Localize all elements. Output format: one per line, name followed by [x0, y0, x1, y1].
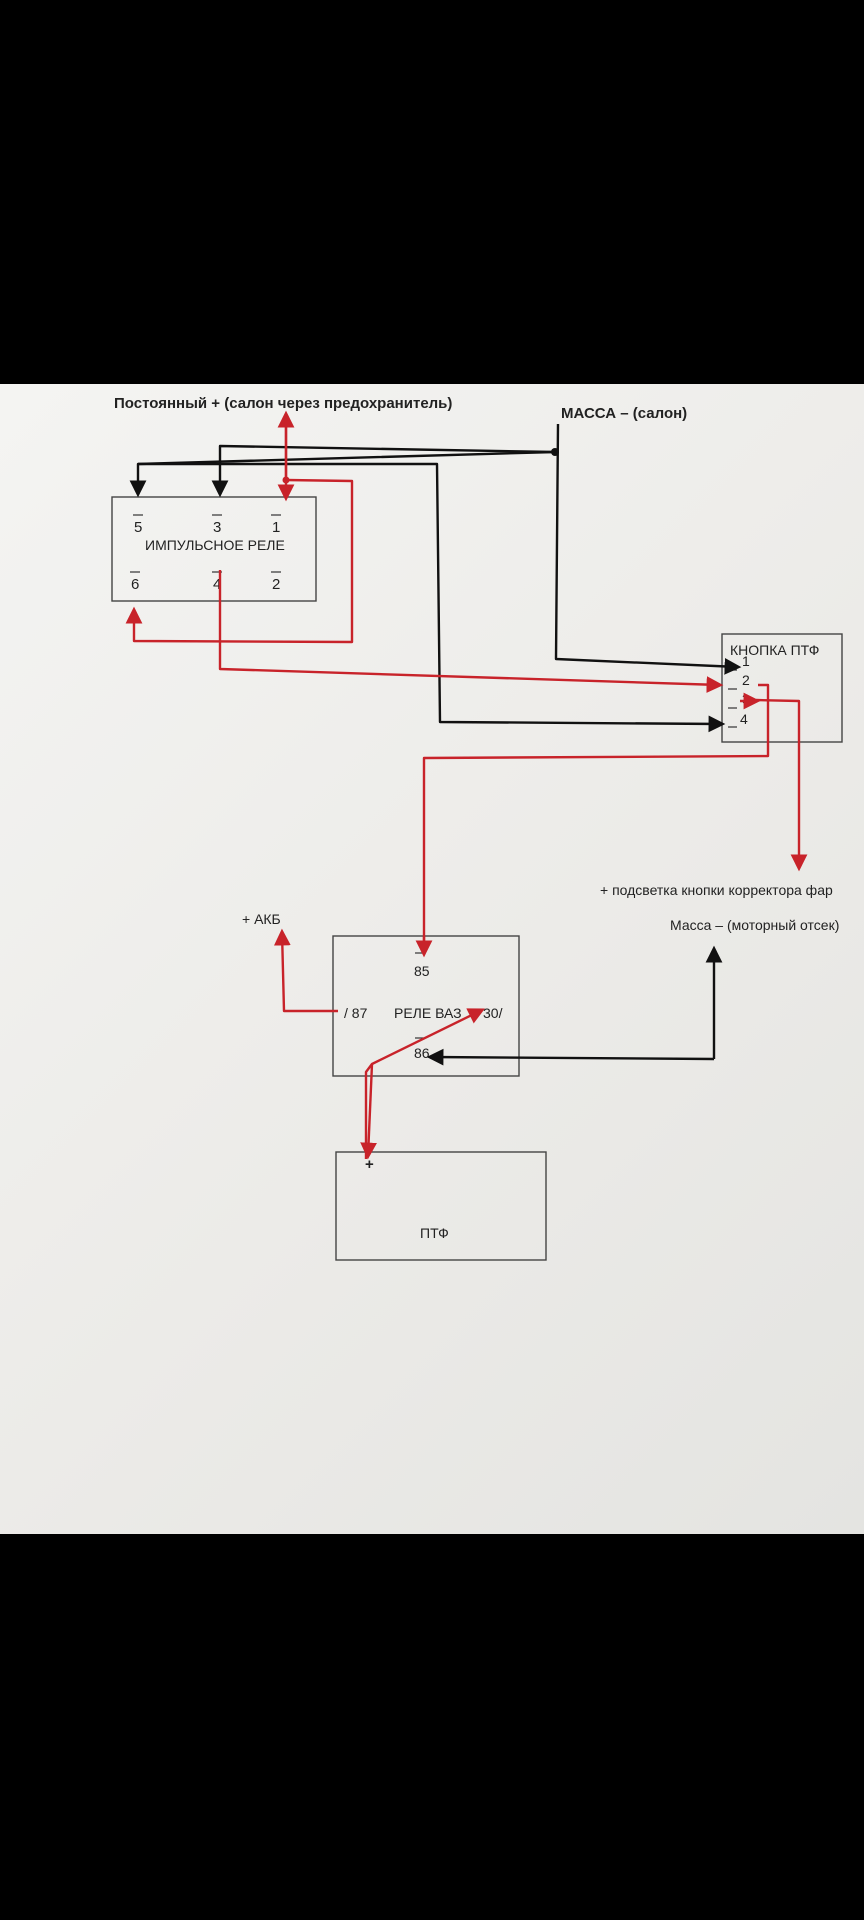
impulse-pin-6: 6 — [131, 576, 139, 593]
junction-ground — [551, 448, 559, 456]
impulse-pin-3: 3 — [213, 519, 221, 536]
impulse-pin-5: 5 — [134, 519, 142, 536]
wire-button3-to-backlight — [755, 698, 808, 872]
ground-engine-label: Масса – (моторный отсек) — [670, 917, 839, 933]
wire-vaz30-to-ptf-plus — [360, 1063, 377, 1160]
impulse-pin-2: 2 — [272, 576, 280, 593]
vaz-relay-box — [332, 935, 520, 1077]
wire-pin1-to-pin6 — [125, 478, 354, 644]
wire-vaz87-to-akb — [273, 928, 338, 1013]
wire-ground-engine-to-vaz86 — [426, 1048, 715, 1066]
akb-label: + АКБ — [242, 911, 281, 927]
constant-plus-label: Постоянный + (салон через предохранитель… — [114, 395, 452, 412]
vaz-pin-87: / 87 — [344, 1005, 368, 1021]
vaz-relay-label: РЕЛЕ ВАЗ — [394, 1005, 462, 1021]
wiring-diagram: Постоянный + (салон через предохранитель… — [111, 395, 843, 1261]
ground-cabin-label: МАССА – (салон) — [561, 405, 687, 422]
vaz-pin-85: 85 — [414, 963, 430, 979]
button-pin-1: 1 — [742, 653, 750, 669]
button-pin-2: 2 — [742, 672, 750, 688]
paper-sheet: Постоянный + (салон через предохранитель… — [0, 384, 864, 1534]
wire-ptf-to-vaz30 — [364, 1008, 486, 1159]
vaz-pin-30: 30/ — [483, 1005, 503, 1021]
impulse-relay-label: ИМПУЛЬСНОЕ РЕЛЕ — [145, 537, 285, 553]
ptf-box — [335, 1151, 547, 1261]
wire-ground-to-pin3 — [211, 444, 556, 498]
ptf-label: ПТФ — [420, 1225, 449, 1241]
backlight-label: + подсветка кнопки корректора фар — [600, 882, 833, 898]
vaz-pin-86: 86 — [414, 1045, 430, 1061]
wire-ground-to-button1 — [554, 423, 742, 675]
button-label: КНОПКА ПТФ — [730, 642, 819, 658]
impulse-pin-4: 4 — [213, 576, 221, 593]
wire-pin5-to-button4 — [138, 462, 726, 733]
wire-pin4-to-button2 — [218, 570, 724, 693]
wire-ground-to-pin5 — [129, 450, 556, 498]
wire-button2-to-vaz85 — [422, 683, 770, 954]
button-pin-4: 4 — [740, 711, 748, 727]
junction-plus — [282, 476, 290, 484]
button-pin-3: 3 — [742, 691, 750, 707]
ptf-plus-label: + — [365, 1156, 374, 1173]
impulse-pin-1: 1 — [272, 519, 280, 536]
